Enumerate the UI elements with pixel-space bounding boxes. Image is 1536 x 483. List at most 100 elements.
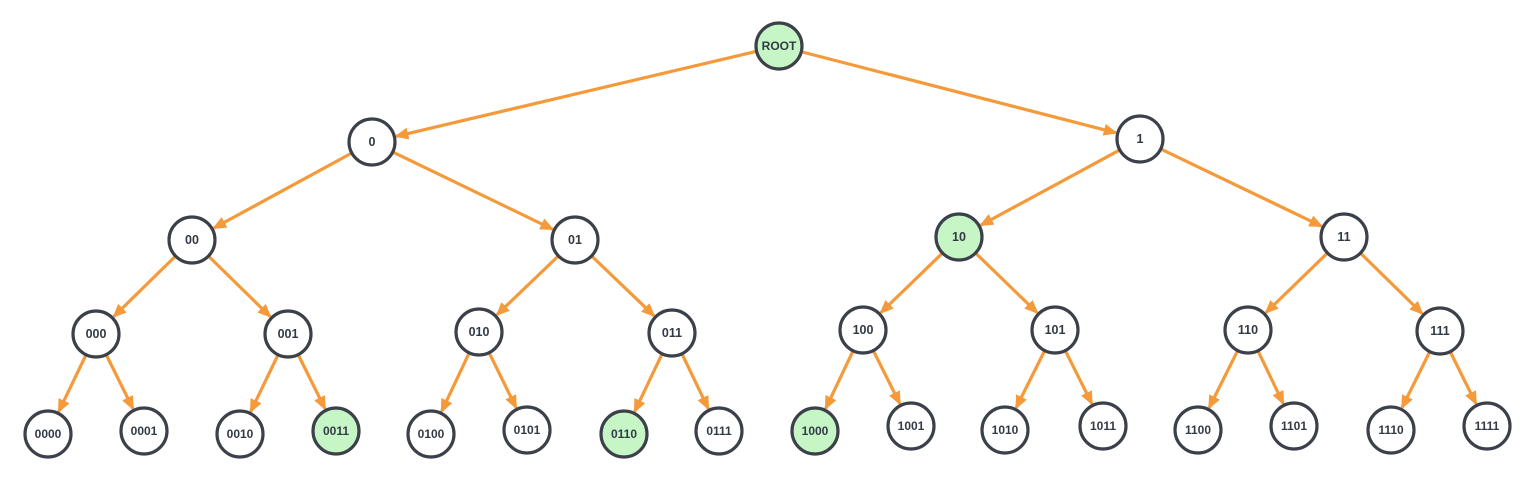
tree-node-10: 10 [934,212,984,262]
tree-node-000: 000 [71,309,121,359]
tree-node-1011: 1011 [1078,401,1128,451]
tree-node-111: 111 [1415,306,1465,356]
node-label: 1001 [898,419,925,433]
edge-010-to-0100 [440,353,471,414]
tree-node-0: 0 [347,117,397,167]
node-label: 1111 [1475,419,1500,433]
node-circle [599,409,649,459]
tree-node-0100: 0100 [406,409,456,459]
node-label: 0010 [227,427,254,441]
node-circle [1030,305,1080,355]
tree-node-0000: 0000 [23,409,73,459]
edge-011-to-0110 [633,353,664,414]
tree-node-1010: 1010 [980,405,1030,455]
edge-01-to-010 [495,255,559,317]
node-circle [311,406,361,456]
edge-111-to-1111 [1449,351,1478,406]
node-label: ROOT [762,39,797,53]
node-label: 1010 [992,423,1019,437]
tree-node-0001: 0001 [119,406,169,456]
node-label: 11 [1337,230,1350,244]
node-label: 00 [185,233,199,247]
node-circle [980,405,1030,455]
node-circle [347,117,397,167]
node-circle [1269,401,1319,451]
node-label: 011 [662,326,682,340]
node-circle [694,406,744,456]
tree-node-1001: 1001 [886,401,936,451]
node-label: 1000 [802,424,829,438]
tree-node-0010: 0010 [215,409,265,459]
node-circle [1173,405,1223,455]
node-label: 101 [1045,323,1066,337]
edge-010-to-0101 [488,352,518,410]
edge-001-to-0011 [297,354,327,411]
tree-node-011: 011 [647,308,697,358]
node-circle [1462,401,1512,451]
node-circle [1415,306,1465,356]
node-circle [23,409,73,459]
node-circle [838,305,888,355]
node-circle [886,401,936,451]
node-circle [550,215,600,265]
node-circle [406,409,456,459]
edge-1-to-10 [979,149,1120,227]
tree-node-100: 100 [838,305,888,355]
node-label: 000 [86,327,107,341]
node-label: 0001 [131,424,158,438]
node-circle [71,309,121,359]
node-circle [1223,305,1273,355]
tree-node-1100: 1100 [1173,405,1223,455]
edge-101-to-1011 [1064,350,1094,406]
edge-00-to-001 [208,255,272,318]
node-label: 010 [469,325,490,339]
tree-node-1111: 1111 [1462,401,1512,451]
node-label: 1100 [1185,423,1211,437]
tree-node-0011: 0011 [311,406,361,456]
tree-node-0110: 0110 [599,409,649,459]
node-label: 0 [369,135,376,149]
edge-root-to-0 [394,49,757,140]
tree-node-1101: 1101 [1269,401,1319,451]
node-circle [119,406,169,456]
edge-00-to-000 [112,255,176,318]
node-label: 110 [1238,323,1258,337]
tree-node-01: 01 [550,215,600,265]
tree-node-001: 001 [263,309,313,359]
edge-01-to-011 [591,255,656,318]
edge-1-to-11 [1160,147,1324,228]
node-label: 0101 [514,423,541,437]
node-circle [167,215,217,265]
edge-001-to-0010 [249,354,280,414]
edge-11-to-111 [1360,252,1424,315]
tree-node-00: 00 [167,215,217,265]
node-label: 0000 [35,427,62,441]
edges-layer [57,49,1478,414]
node-label: 0110 [611,427,637,441]
node-circle [790,406,840,456]
edge-110-to-1100 [1207,350,1239,410]
edge-101-to-1010 [1014,350,1046,410]
node-label: 100 [853,323,874,337]
edge-11-to-110 [1264,252,1328,314]
tree-node-0101: 0101 [502,405,552,455]
edge-0-to-00 [212,152,352,230]
edge-0-to-01 [392,150,555,231]
edge-10-to-100 [879,252,943,314]
node-circle [1319,212,1369,262]
tree-node-110: 110 [1223,305,1273,355]
edge-110-to-1101 [1256,350,1285,406]
node-circle [647,308,697,358]
tree-node-010: 010 [454,307,504,357]
edge-011-to-0111 [680,353,710,411]
node-label: 1110 [1378,423,1404,437]
tree-node-0111: 0111 [694,406,744,456]
node-label: 10 [952,230,966,244]
node-label: 1 [1137,132,1144,146]
tree-node-11: 11 [1319,212,1369,262]
node-circle [1366,405,1416,455]
tree-node-101: 101 [1030,305,1080,355]
edge-100-to-1001 [872,350,902,406]
